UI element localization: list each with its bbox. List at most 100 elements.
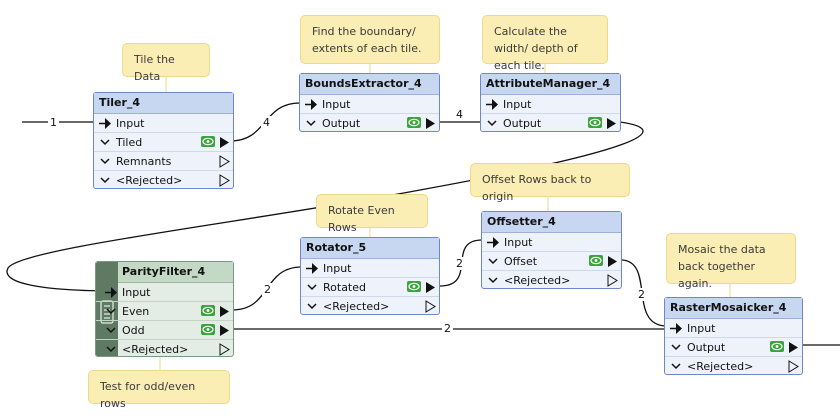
output-port-rejected[interactable]: <Rejected> bbox=[482, 271, 621, 290]
transformer-parity-filter[interactable]: ParityFilter_4 Input Even Odd <Rejected> bbox=[95, 261, 234, 357]
port-label: <Rejected> bbox=[116, 174, 183, 187]
output-triangle-icon[interactable] bbox=[218, 155, 230, 168]
output-triangle-icon[interactable] bbox=[218, 174, 230, 187]
port-label: <Rejected> bbox=[323, 300, 390, 313]
transformer-title: AttributeManager_4 bbox=[481, 74, 620, 95]
eye-icon[interactable] bbox=[201, 136, 215, 147]
annotation-offset-rows[interactable]: Offset Rows back to origin bbox=[470, 163, 630, 203]
annotation-mosaic[interactable]: Mosaic the data back together again. bbox=[666, 233, 796, 290]
transformer-tiler[interactable]: Tiler_4 Input Tiled Remnants <Rejected> bbox=[93, 92, 234, 189]
chevron-down-icon bbox=[307, 284, 317, 291]
output-port-tiled[interactable]: Tiled bbox=[94, 133, 233, 152]
chevron-down-icon bbox=[306, 120, 316, 127]
output-triangle-icon[interactable] bbox=[218, 343, 230, 356]
eye-icon[interactable] bbox=[770, 341, 784, 352]
output-port-rejected[interactable]: <Rejected> bbox=[665, 357, 802, 376]
input-port[interactable]: Input bbox=[94, 114, 233, 133]
output-triangle-icon[interactable] bbox=[218, 305, 230, 318]
input-arrow-icon bbox=[670, 323, 682, 334]
chevron-down-icon bbox=[671, 344, 681, 351]
output-port[interactable]: Output bbox=[481, 114, 620, 133]
input-port[interactable]: Input bbox=[301, 259, 439, 278]
chevron-down-icon bbox=[100, 177, 110, 184]
port-label: <Rejected> bbox=[687, 360, 754, 373]
transformer-title: BoundsExtractor_4 bbox=[300, 74, 439, 95]
annotation-text: Find the boundary/ extents of each tile. bbox=[312, 25, 422, 55]
output-port-rejected[interactable]: <Rejected> bbox=[96, 340, 233, 359]
output-port-rotated[interactable]: Rotated bbox=[301, 278, 439, 297]
output-port-offset[interactable]: Offset bbox=[482, 252, 621, 271]
output-triangle-icon[interactable] bbox=[787, 360, 799, 373]
annotation-calc[interactable]: Calculate the width/ depth of each tile. bbox=[482, 15, 608, 72]
wire-count-label: 4 bbox=[261, 116, 272, 129]
output-triangle-icon[interactable] bbox=[787, 341, 799, 354]
output-port-remnants[interactable]: Remnants bbox=[94, 152, 233, 171]
eye-icon[interactable] bbox=[407, 117, 421, 128]
input-arrow-icon bbox=[305, 99, 317, 110]
chevron-down-icon bbox=[488, 258, 498, 265]
wire-count-label: 2 bbox=[454, 257, 465, 270]
output-triangle-icon[interactable] bbox=[606, 255, 618, 268]
chevron-down-icon bbox=[307, 303, 317, 310]
output-triangle-icon[interactable] bbox=[606, 274, 618, 287]
input-port[interactable]: Input bbox=[665, 319, 802, 338]
output-port-rejected[interactable]: <Rejected> bbox=[94, 171, 233, 190]
chevron-down-icon bbox=[488, 277, 498, 284]
port-label: Input bbox=[323, 262, 352, 275]
annotation-text: Test for odd/even rows bbox=[100, 380, 196, 410]
wire-count-label: 2 bbox=[442, 322, 453, 335]
output-triangle-icon[interactable] bbox=[218, 136, 230, 149]
transformer-rotator[interactable]: Rotator_5 Input Rotated <Rejected> bbox=[300, 237, 440, 315]
chevron-down-icon bbox=[100, 139, 110, 146]
annotation-text: Offset Rows back to origin bbox=[482, 173, 592, 203]
output-triangle-icon[interactable] bbox=[424, 281, 436, 294]
eye-icon[interactable] bbox=[201, 305, 215, 316]
annotation-tile[interactable]: Tile the Data bbox=[122, 43, 210, 83]
port-label: Even bbox=[122, 305, 150, 318]
port-label: Input bbox=[687, 322, 716, 335]
port-label: Input bbox=[503, 98, 532, 111]
transformer-title: RasterMosaicker_4 bbox=[665, 298, 802, 319]
port-label: Remnants bbox=[116, 155, 172, 168]
annotation-text: Rotate Even Rows bbox=[328, 204, 395, 234]
transformer-offsetter[interactable]: Offsetter_4 Input Offset <Rejected> bbox=[481, 211, 622, 289]
output-triangle-icon[interactable] bbox=[218, 324, 230, 337]
annotation-rotate-even[interactable]: Rotate Even Rows bbox=[316, 194, 428, 234]
wire-attr-parity[interactable] bbox=[6, 121, 644, 292]
output-port-rejected[interactable]: <Rejected> bbox=[301, 297, 439, 316]
annotation-parity[interactable]: Test for odd/even rows bbox=[88, 370, 230, 410]
annotation-bounds[interactable]: Find the boundary/ extents of each tile. bbox=[300, 15, 440, 64]
input-arrow-icon bbox=[486, 99, 498, 110]
transformer-bounds-extractor[interactable]: BoundsExtractor_4 Input Output bbox=[299, 73, 440, 132]
eye-icon[interactable] bbox=[201, 324, 215, 335]
eye-icon[interactable] bbox=[589, 255, 603, 266]
port-label: Tiled bbox=[116, 136, 143, 149]
output-triangle-icon[interactable] bbox=[424, 117, 436, 130]
chevron-down-icon bbox=[671, 363, 681, 370]
output-port-odd[interactable]: Odd bbox=[96, 321, 233, 340]
port-label: <Rejected> bbox=[504, 274, 571, 287]
transformer-attribute-manager[interactable]: AttributeManager_4 Input Output bbox=[480, 73, 621, 132]
input-port[interactable]: Input bbox=[482, 233, 621, 252]
port-label: Odd bbox=[122, 324, 145, 337]
output-triangle-icon[interactable] bbox=[605, 117, 617, 130]
port-label: Input bbox=[322, 98, 351, 111]
transformer-title: Rotator_5 bbox=[301, 238, 439, 259]
port-label: Input bbox=[122, 286, 151, 299]
output-port-even[interactable]: Even bbox=[96, 302, 233, 321]
output-triangle-icon[interactable] bbox=[424, 300, 436, 313]
input-port[interactable]: Input bbox=[96, 283, 233, 302]
annotation-text: Mosaic the data back together again. bbox=[678, 243, 766, 290]
input-arrow-icon bbox=[487, 237, 499, 248]
transformer-raster-mosaicker[interactable]: RasterMosaicker_4 Input Output <Rejected… bbox=[664, 297, 803, 375]
input-arrow-icon bbox=[306, 263, 318, 274]
output-port[interactable]: Output bbox=[665, 338, 802, 357]
transformer-title: Offsetter_4 bbox=[482, 212, 621, 233]
eye-icon[interactable] bbox=[588, 117, 602, 128]
eye-icon[interactable] bbox=[407, 281, 421, 292]
input-port[interactable]: Input bbox=[481, 95, 620, 114]
output-port[interactable]: Output bbox=[300, 114, 439, 133]
input-port[interactable]: Input bbox=[300, 95, 439, 114]
chevron-down-icon bbox=[106, 308, 116, 315]
